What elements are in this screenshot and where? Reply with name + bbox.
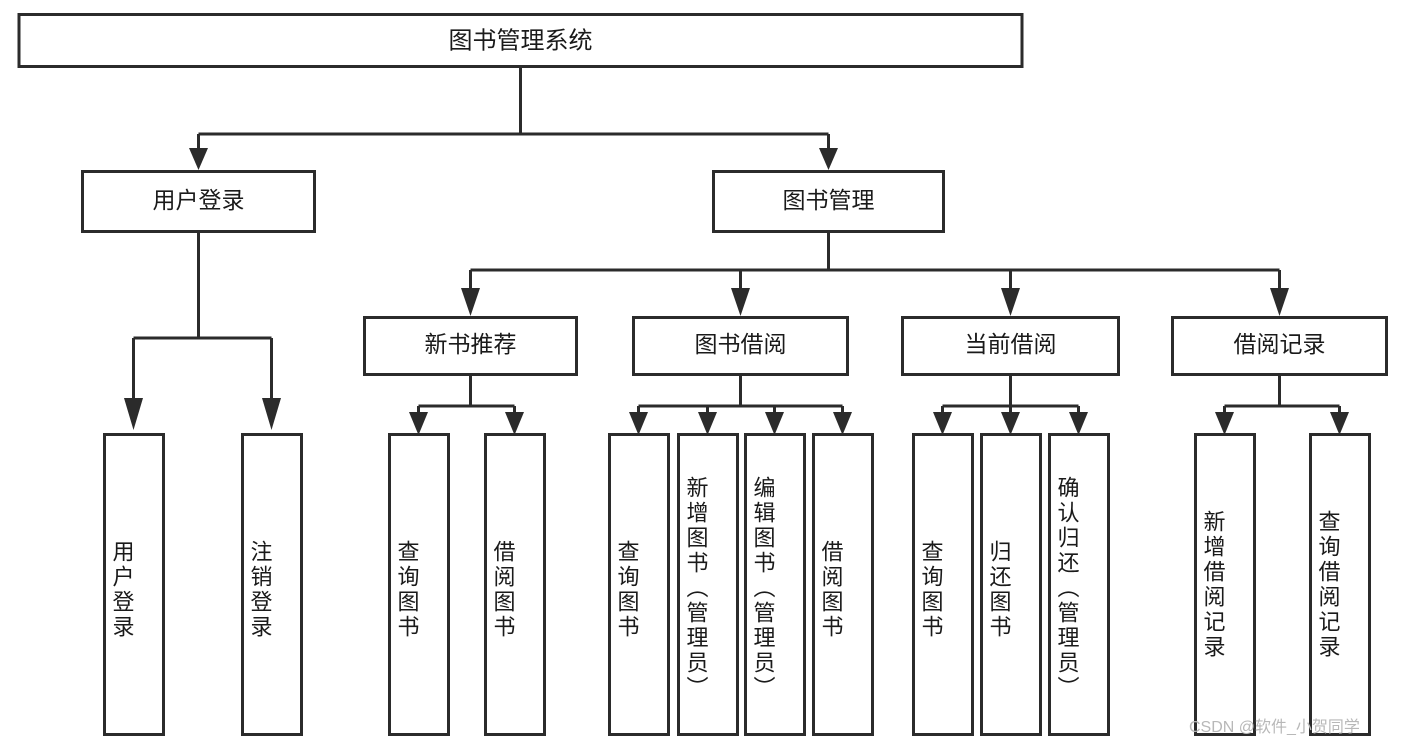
edge-group-new-book-recommend-to-leaves [409, 375, 524, 435]
node-current-borrow-box[interactable] [901, 316, 1120, 376]
arrow-to-user-login [189, 148, 208, 170]
leaf-group-current-borrow [912, 433, 1110, 736]
node-user-login-box[interactable] [81, 170, 316, 233]
node-user-login-label: 用户登录 [153, 187, 245, 213]
leaf-box-edit-book[interactable] [744, 433, 806, 736]
leaf-group-new-book-recommend [388, 433, 546, 736]
edge-group-book-manage-to-level3 [461, 232, 1289, 316]
arrow-to-leaf-borrow-book-1 [505, 412, 524, 435]
edge-group-root-to-level2 [189, 67, 838, 170]
edge-group-book-borrow-to-leaves [629, 375, 852, 435]
node-root-label: 图书管理系统 [449, 27, 593, 54]
arrow-to-new-book-recommend [461, 288, 480, 316]
leaf-box-borrow-book-2[interactable] [812, 433, 874, 736]
arrow-to-leaf-add-book [698, 412, 717, 435]
node-book-borrow-label: 图书借阅 [695, 331, 787, 357]
node-current-borrow[interactable]: 当前借阅 [901, 316, 1120, 376]
arrow-to-leaf-logout [262, 398, 281, 430]
node-book-manage-box[interactable] [712, 170, 945, 233]
leaf-box-add-record[interactable] [1194, 433, 1256, 736]
arrow-to-book-manage [819, 148, 838, 170]
node-book-borrow[interactable]: 图书借阅 [632, 316, 849, 376]
node-new-book-recommend-box[interactable] [363, 316, 578, 376]
leaf-box-query-book-1[interactable] [388, 433, 450, 736]
node-new-book-recommend-label: 新书推荐 [425, 331, 517, 357]
edge-group-user-login-to-leaves [124, 232, 281, 430]
arrow-to-leaf-query-book-3 [933, 412, 952, 435]
leaf-box-borrow-book-1[interactable] [484, 433, 546, 736]
arrow-to-book-borrow [731, 288, 750, 316]
csdn-watermark: CSDN @软件_小贺同学 [1189, 719, 1360, 736]
leaf-box-user-login[interactable] [103, 433, 165, 736]
leaf-box-query-record[interactable] [1309, 433, 1371, 736]
arrow-to-leaf-return-book [1001, 412, 1020, 435]
arrow-to-leaf-query-book-2 [629, 412, 648, 435]
node-borrow-record-label: 借阅记录 [1234, 331, 1326, 357]
node-new-book-recommend[interactable]: 新书推荐 [363, 316, 578, 376]
arrow-to-current-borrow [1001, 288, 1020, 316]
arrow-to-borrow-record [1270, 288, 1289, 316]
leaf-box-confirm-return[interactable] [1048, 433, 1110, 736]
leaf-group-user-login [103, 433, 303, 736]
leaf-group-book-borrow [608, 433, 874, 736]
arrow-to-leaf-add-record [1215, 412, 1234, 435]
edge-group-current-borrow-to-leaves [933, 375, 1088, 435]
edge-group-borrow-record-to-leaves [1215, 375, 1349, 435]
arrow-to-leaf-confirm-return [1069, 412, 1088, 435]
node-book-borrow-box[interactable] [632, 316, 849, 376]
node-root-box[interactable] [17, 13, 1024, 68]
arrow-to-leaf-edit-book [765, 412, 784, 435]
node-borrow-record-box[interactable] [1171, 316, 1388, 376]
leaf-box-add-book[interactable] [677, 433, 739, 736]
node-root[interactable]: 图书管理系统 [17, 13, 1024, 68]
arrow-to-leaf-query-book-1 [409, 412, 428, 435]
leaf-box-logout[interactable] [241, 433, 303, 736]
leaf-box-return-book[interactable] [980, 433, 1042, 736]
leaf-box-query-book-3[interactable] [912, 433, 974, 736]
leaf-group-borrow-record [1194, 433, 1371, 736]
node-book-manage-label: 图书管理 [783, 187, 875, 213]
arrow-to-leaf-query-record [1330, 412, 1349, 435]
node-book-manage[interactable]: 图书管理 [712, 170, 945, 233]
node-user-login[interactable]: 用户登录 [81, 170, 316, 233]
node-current-borrow-label: 当前借阅 [965, 331, 1057, 357]
arrow-to-leaf-user-login [124, 398, 143, 430]
leaf-box-query-book-2[interactable] [608, 433, 670, 736]
node-borrow-record[interactable]: 借阅记录 [1171, 316, 1388, 376]
arrow-to-leaf-borrow-book-2 [833, 412, 852, 435]
